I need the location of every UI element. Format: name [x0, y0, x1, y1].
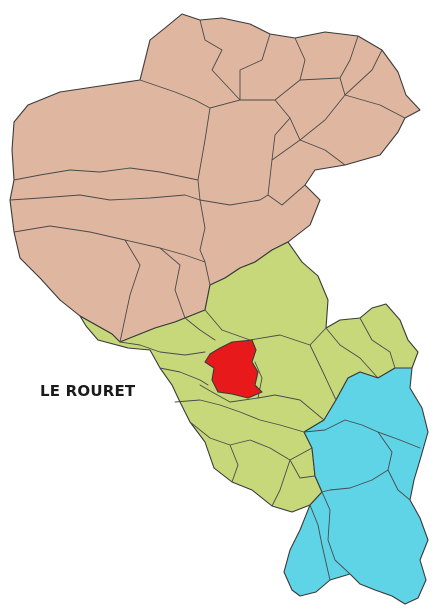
le-rouret-area	[204, 339, 263, 399]
northern-commune-borders	[9, 19, 406, 343]
coastal-commune-borders	[303, 419, 421, 581]
central-commune-borders	[119, 309, 396, 507]
highlighted-commune-le-rouret	[204, 339, 263, 399]
commune-label: LE ROURET	[40, 382, 136, 400]
